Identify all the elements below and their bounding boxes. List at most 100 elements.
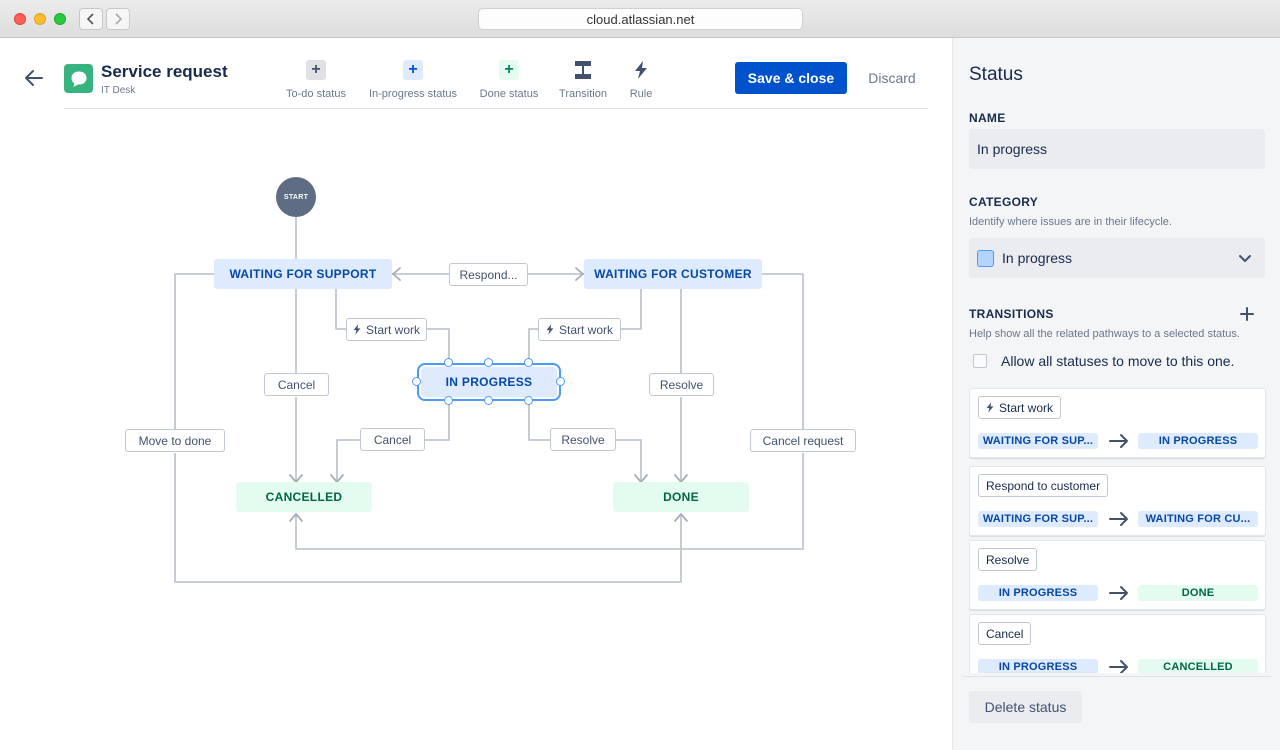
- delete-status-button[interactable]: Delete status: [969, 691, 1082, 723]
- resize-handle[interactable]: [444, 358, 453, 367]
- transition-card[interactable]: Start work WAITING FOR SUP... IN PROGRES…: [969, 388, 1266, 458]
- transition-cancel-mid[interactable]: Cancel: [360, 428, 425, 451]
- status-waiting-for-customer[interactable]: WAITING FOR CUSTOMER: [584, 259, 762, 289]
- chevron-down-icon: [1239, 255, 1251, 262]
- arrow-left-icon: [25, 70, 43, 86]
- transitions-label: TRANSITIONS: [969, 307, 1054, 321]
- resize-handle[interactable]: [524, 358, 533, 367]
- plus-icon: +: [499, 60, 519, 80]
- transition-name-chip[interactable]: Start work: [978, 396, 1062, 419]
- transition-move-to-done[interactable]: Move to done: [125, 429, 225, 452]
- transition-name-chip[interactable]: Cancel: [978, 622, 1032, 645]
- transition-card[interactable]: Respond to customer WAITING FOR SUP... W…: [969, 466, 1266, 536]
- address-bar-url: cloud.atlassian.net: [586, 11, 695, 27]
- add-transition-icon-button[interactable]: [1237, 304, 1257, 324]
- browser-forward-button[interactable]: [106, 8, 130, 30]
- bolt-icon: [986, 402, 994, 413]
- browser-back-button[interactable]: [79, 8, 103, 30]
- category-selected-value: In progress: [1002, 250, 1073, 266]
- header-divider: [64, 108, 928, 109]
- add-rule-button[interactable]: Rule: [625, 60, 657, 104]
- transitions-help-text: Help show all the related pathways to a …: [969, 328, 1240, 340]
- transition-icon: [575, 61, 591, 79]
- arrow-right-icon: [1109, 660, 1128, 673]
- transition-start-work-right[interactable]: Start work: [538, 318, 621, 341]
- tool-label: Transition: [559, 88, 607, 100]
- status-done[interactable]: DONE: [613, 482, 749, 512]
- start-node: START: [276, 177, 316, 217]
- status-in-progress[interactable]: IN PROGRESS: [417, 363, 561, 401]
- close-window-button[interactable]: [14, 13, 26, 25]
- plus-icon: [1240, 307, 1254, 321]
- transition-name-chip[interactable]: Respond to customer: [978, 474, 1109, 497]
- transition-cancel-left[interactable]: Cancel: [264, 373, 329, 396]
- to-status-lozenge: CANCELLED: [1138, 659, 1258, 673]
- chevron-right-icon: [115, 13, 123, 25]
- chevron-left-icon: [86, 13, 94, 25]
- to-status-lozenge: WAITING FOR CU...: [1138, 511, 1258, 527]
- resize-handle[interactable]: [484, 396, 493, 405]
- from-status-lozenge: IN PROGRESS: [978, 585, 1098, 601]
- resize-handle[interactable]: [556, 377, 565, 386]
- transition-resolve-mid[interactable]: Resolve: [550, 428, 616, 451]
- add-inprogress-status-button[interactable]: + In-progress status: [365, 60, 461, 104]
- speech-bubble-icon: [71, 71, 86, 87]
- to-status-lozenge: IN PROGRESS: [1138, 433, 1258, 449]
- name-label: NAME: [969, 111, 1006, 125]
- bolt-icon: [635, 61, 647, 79]
- status-waiting-for-support[interactable]: WAITING FOR SUPPORT: [214, 259, 392, 289]
- add-done-status-button[interactable]: + Done status: [477, 60, 541, 104]
- category-select[interactable]: In progress: [969, 238, 1265, 278]
- tool-label: To-do status: [286, 88, 346, 100]
- resize-handle[interactable]: [412, 377, 421, 386]
- bolt-icon: [353, 324, 361, 335]
- status-cancelled[interactable]: CANCELLED: [236, 482, 372, 512]
- transition-start-work-left[interactable]: Start work: [346, 318, 427, 341]
- resize-handle[interactable]: [444, 396, 453, 405]
- transition-resolve-right[interactable]: Resolve: [649, 373, 714, 396]
- transition-respond[interactable]: Respond...: [449, 263, 528, 286]
- back-button[interactable]: [22, 66, 46, 90]
- browser-toolbar: cloud.atlassian.net: [0, 0, 1280, 38]
- category-help-text: Identify where issues are in their lifec…: [969, 216, 1172, 228]
- add-todo-status-button[interactable]: + To-do status: [283, 60, 349, 104]
- add-transition-button[interactable]: Transition: [557, 60, 609, 104]
- to-status-lozenge: DONE: [1138, 585, 1258, 601]
- workflow-connectors: [174, 217, 804, 583]
- transition-label: Start work: [558, 322, 613, 337]
- transition-card-list[interactable]: Start work WAITING FOR SUP... IN PROGRES…: [969, 388, 1266, 673]
- allow-all-label: Allow all statuses to move to this one.: [1001, 353, 1235, 369]
- allow-all-statuses-checkbox[interactable]: Allow all statuses to move to this one.: [973, 353, 1234, 369]
- save-and-close-button[interactable]: Save & close: [735, 62, 847, 94]
- plus-icon: +: [403, 60, 423, 80]
- address-bar[interactable]: cloud.atlassian.net: [478, 8, 803, 30]
- transition-card[interactable]: Resolve IN PROGRESS DONE: [969, 540, 1266, 610]
- discard-button[interactable]: Discard: [868, 70, 916, 86]
- arrow-right-icon: [1109, 586, 1128, 600]
- transition-card[interactable]: Cancel IN PROGRESS CANCELLED: [969, 614, 1266, 673]
- arrow-right-icon: [1109, 512, 1128, 526]
- maximize-window-button[interactable]: [54, 13, 66, 25]
- category-label: CATEGORY: [969, 195, 1039, 209]
- transition-name: Resolve: [986, 552, 1030, 567]
- panel-title: Status: [969, 64, 1023, 85]
- status-name-input[interactable]: In progress: [969, 129, 1265, 169]
- transition-label: Start work: [365, 322, 420, 337]
- resize-handle[interactable]: [524, 396, 533, 405]
- from-status-lozenge: WAITING FOR SUP...: [978, 433, 1098, 449]
- bolt-icon: [546, 324, 554, 335]
- category-color-swatch: [977, 249, 994, 267]
- transition-cancel-request[interactable]: Cancel request: [750, 429, 856, 452]
- transition-name: Start work: [999, 400, 1054, 415]
- status-details-panel: Status NAME In progress CATEGORY Identif…: [952, 38, 1280, 750]
- plus-icon: +: [306, 60, 326, 80]
- transition-name: Respond to customer: [986, 478, 1101, 493]
- panel-divider: [963, 676, 1271, 677]
- transition-name-chip[interactable]: Resolve: [978, 548, 1038, 571]
- service-desk-app-icon: [64, 64, 93, 93]
- workflow-project: IT Desk: [101, 85, 136, 96]
- minimize-window-button[interactable]: [34, 13, 46, 25]
- resize-handle[interactable]: [484, 358, 493, 367]
- arrow-right-icon: [1109, 434, 1128, 448]
- checkbox[interactable]: [973, 354, 987, 368]
